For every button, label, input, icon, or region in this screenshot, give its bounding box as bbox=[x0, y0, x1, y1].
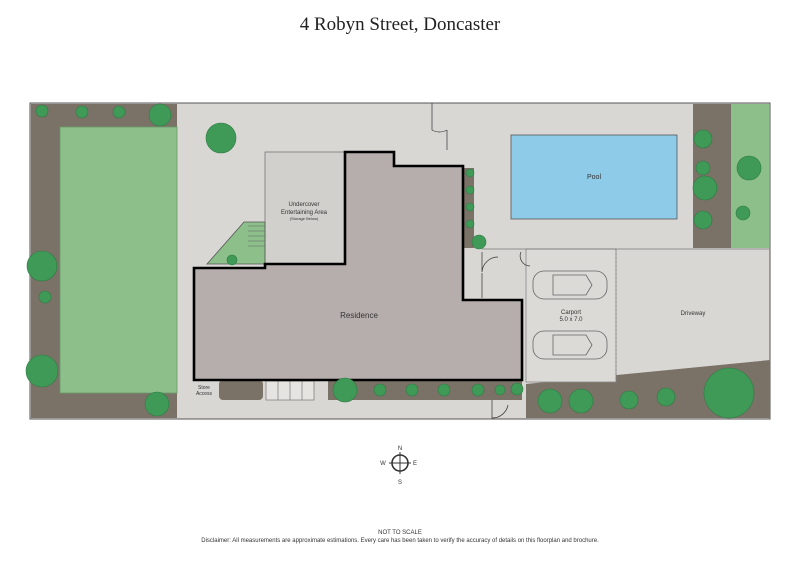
carport-size-label: 5.0 x 7.0 bbox=[559, 317, 583, 323]
driveway-label: Driveway bbox=[681, 311, 706, 317]
car-icon bbox=[532, 270, 608, 300]
scale-note: NOT TO SCALE bbox=[378, 530, 422, 536]
side-stairs bbox=[206, 221, 266, 265]
tree-icons bbox=[25, 103, 762, 419]
pool-label: Pool bbox=[587, 174, 601, 181]
undercover-area bbox=[264, 151, 346, 267]
undercover-label-line1: Undercover bbox=[288, 202, 319, 208]
store-label-line1: Store bbox=[198, 385, 210, 391]
store-label-line2: Access bbox=[196, 391, 213, 397]
compass-n: N bbox=[398, 446, 402, 452]
page-title: 4 Robyn Street, Doncaster bbox=[299, 14, 501, 35]
pool bbox=[510, 134, 678, 220]
back-lawn bbox=[59, 126, 178, 394]
compass-e: E bbox=[413, 461, 417, 467]
carport-label: Carport bbox=[561, 310, 581, 316]
residence-label: Residence bbox=[340, 311, 378, 320]
undercover-label-line2: Entertaining Area bbox=[281, 210, 328, 216]
compass-w: W bbox=[380, 461, 386, 467]
undercover-label-line3: (Storage Below) bbox=[290, 216, 319, 221]
front-bed-left bbox=[219, 380, 263, 400]
disclaimer: Disclaimer: All measurements are approxi… bbox=[201, 538, 599, 544]
compass-icon: N S E W bbox=[380, 446, 417, 486]
compass-s: S bbox=[398, 480, 402, 486]
car-icon bbox=[532, 330, 608, 360]
residence bbox=[192, 150, 524, 382]
